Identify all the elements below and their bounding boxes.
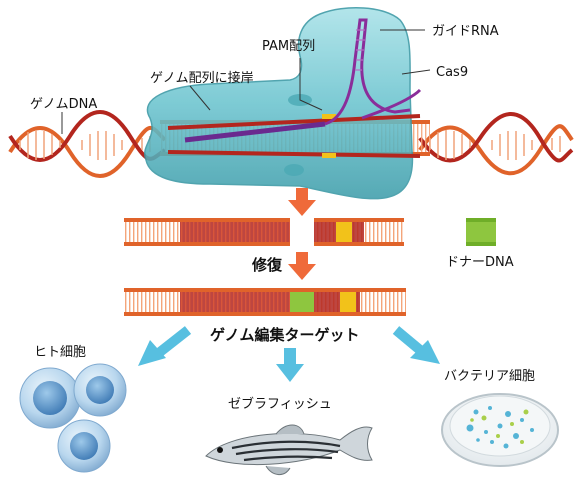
genome-edit-target-label: ゲノム編集ターゲット: [210, 326, 360, 344]
helix-right-strand-b: [418, 112, 574, 163]
pam-segment-top: [322, 114, 336, 119]
leader-lines: [61, 29, 431, 134]
helix-left-rungs: [19, 130, 151, 160]
guide-rna-hairpin: [324, 18, 411, 126]
bacteria-cells-label: バクテリア細胞: [444, 369, 535, 384]
guide-rna-rungs: [355, 29, 365, 71]
zebrafish-label: ゼブラフィッシュ: [228, 396, 332, 412]
cas9-label: Cas9: [436, 65, 468, 80]
donor-dna-label: ドナーDNA: [446, 255, 514, 270]
guide-rna-paired: [184, 121, 326, 143]
arrow-to-human-cells: [138, 326, 192, 366]
cut-dna: [124, 218, 404, 246]
cas9-notch-bottom: [284, 164, 304, 176]
bind-genome-label: ゲノム配列に接岸: [150, 70, 254, 86]
guide-rna-label: ガイドRNA: [432, 24, 499, 39]
repair-label: 修復: [251, 256, 283, 274]
helix-left-strand-a: [8, 126, 167, 178]
petri-dish-illustration: [441, 393, 559, 467]
helix-right-rungs: [429, 130, 561, 160]
human-cells-label: ヒト細胞: [34, 345, 86, 360]
arrow-down-2: [288, 252, 316, 280]
guide-rna-tail: [361, 88, 422, 120]
helix-right-strand-a: [418, 124, 574, 176]
arrow-down-1: [288, 188, 316, 216]
cas9-protein: [144, 7, 422, 200]
arrow-to-bacteria: [392, 326, 440, 364]
cas9-inner-dna-bottom: [167, 150, 421, 158]
pam-label: PAM配列: [262, 39, 315, 54]
cas9-inner-dna-top: [167, 114, 421, 130]
human-cells-illustration: [19, 363, 127, 473]
zebrafish-illustration: [205, 424, 373, 475]
arrow-to-zebrafish: [276, 348, 304, 382]
donor-dna-icon: [466, 218, 496, 246]
cas9-body: [144, 7, 414, 200]
pam-segment-bottom: [322, 153, 336, 158]
repaired-dna: [124, 288, 406, 316]
genome-dna-label: ゲノムDNA: [30, 97, 97, 112]
